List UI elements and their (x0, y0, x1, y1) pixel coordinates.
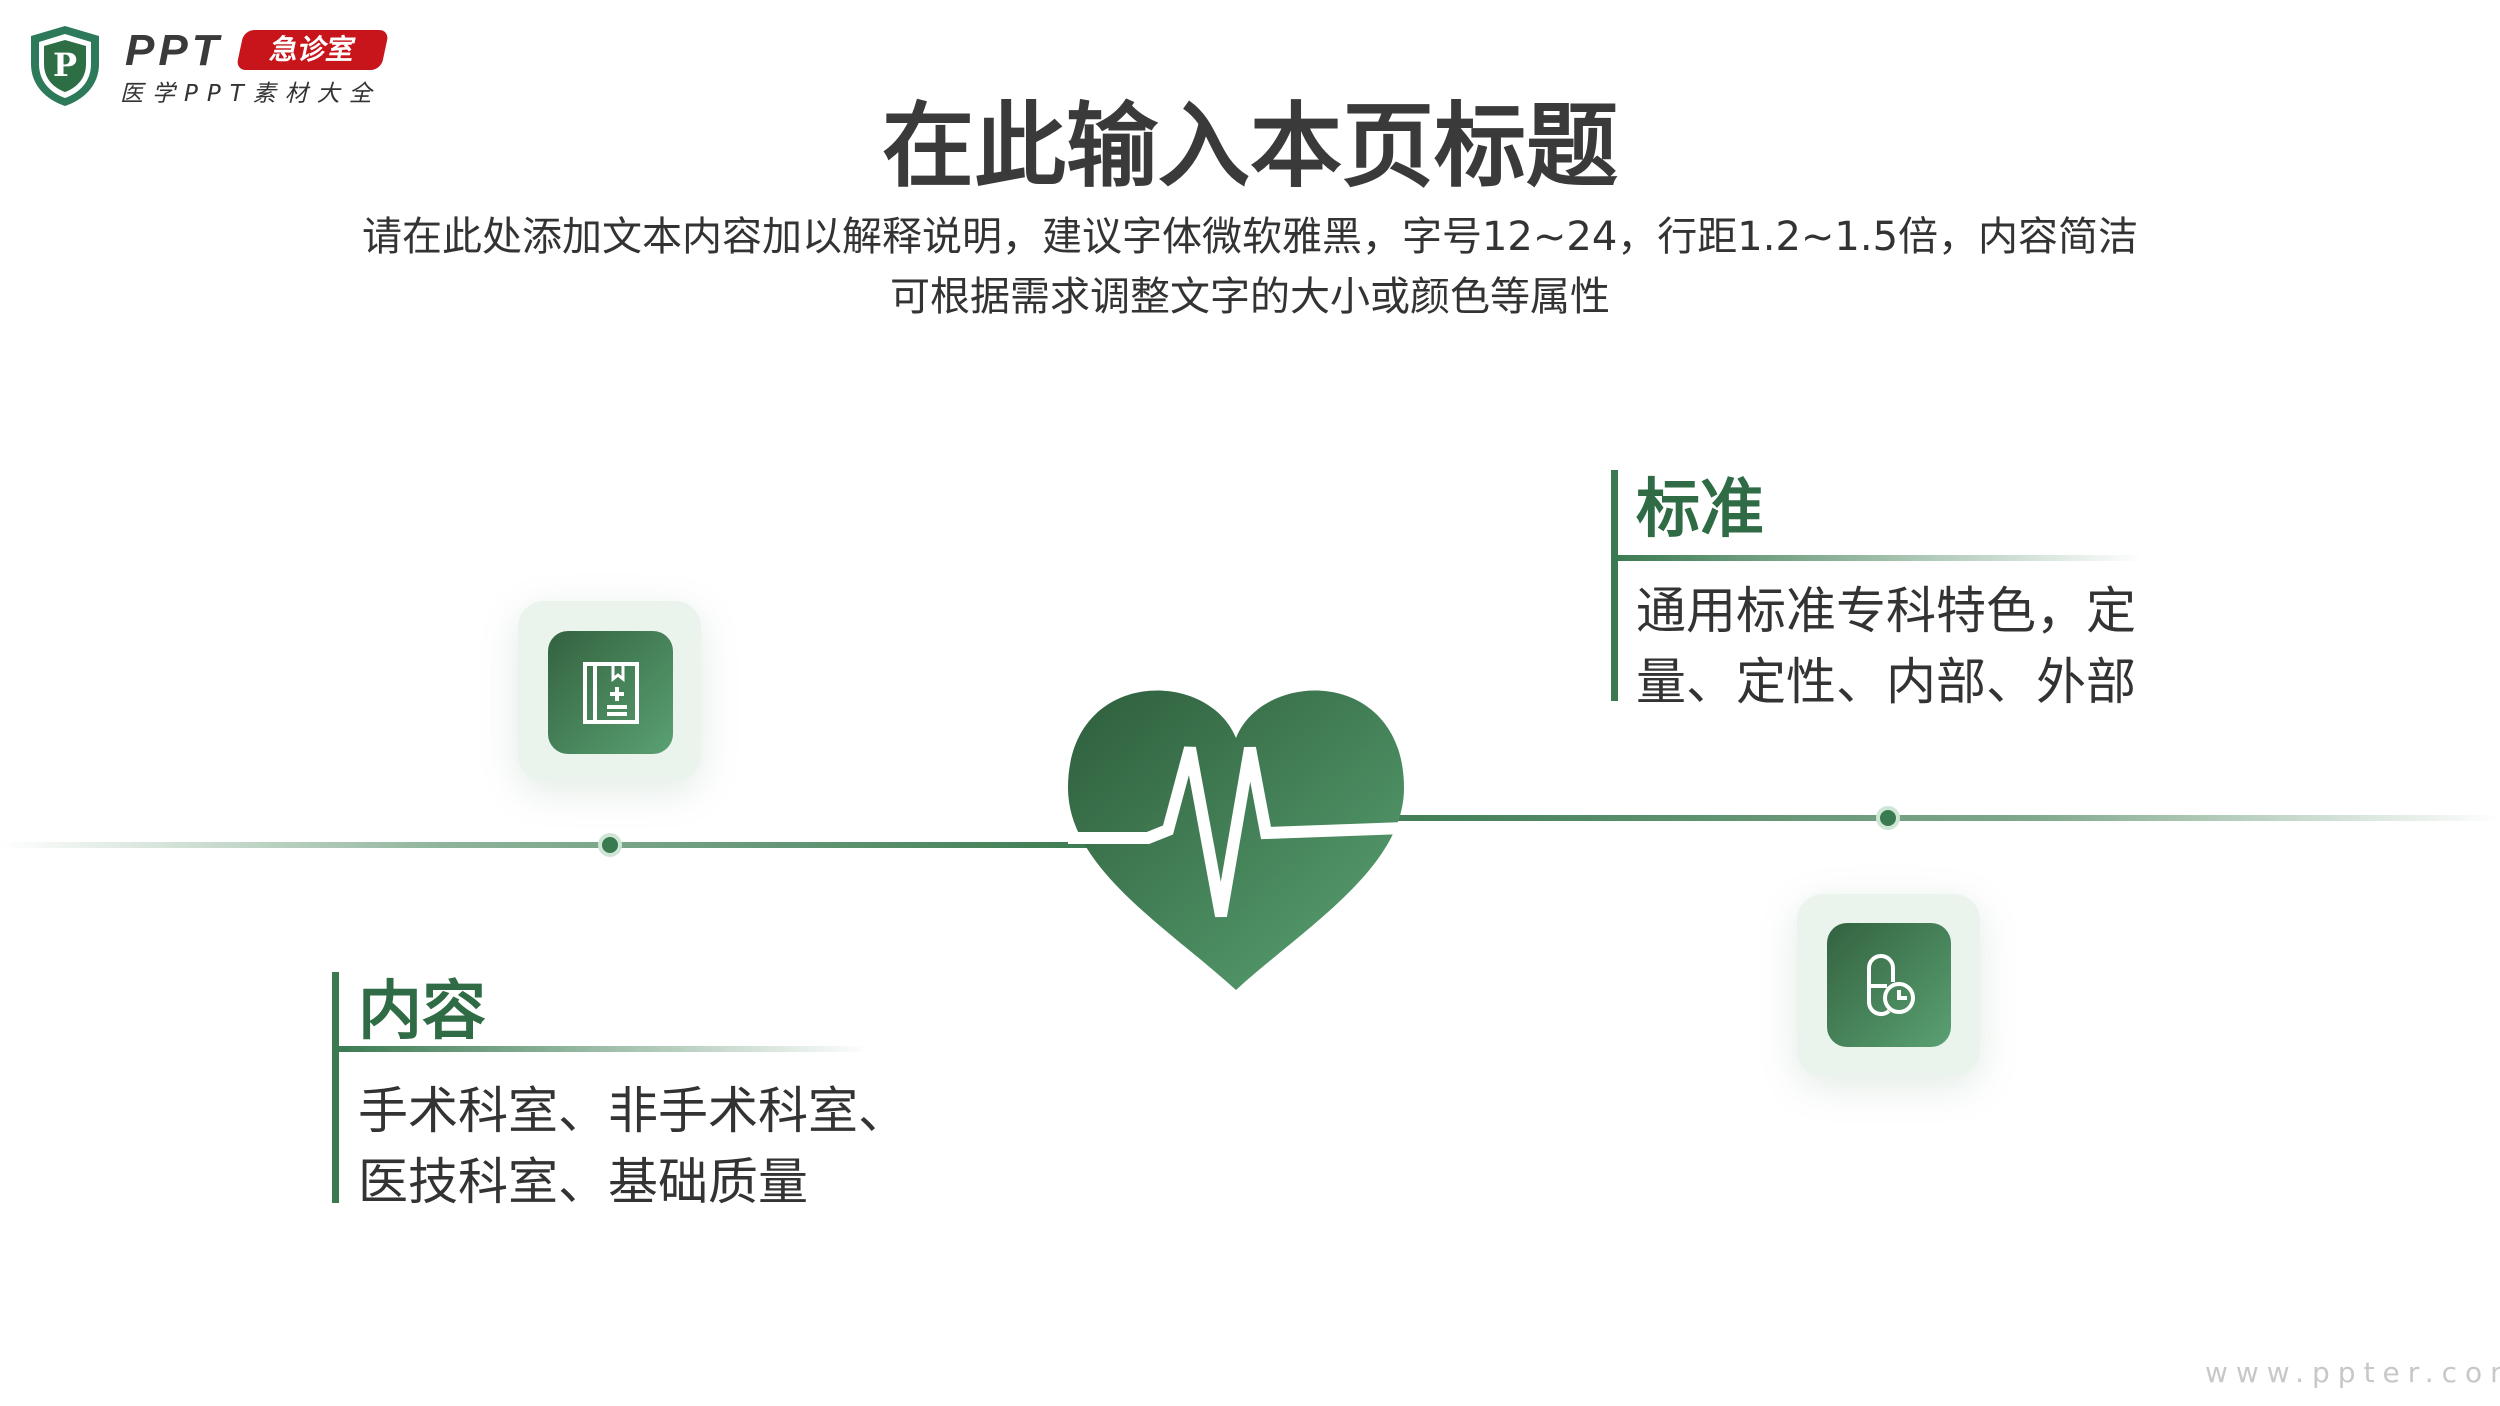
pill-clock-icon (1866, 954, 1915, 1017)
text-content: 手术科室、非手术科室、医技科室、基础质量 (358, 1076, 908, 1218)
text-standard: 通用标准专科特色，定量、定性、内部、外部 (1636, 576, 2136, 718)
svg-text:P: P (53, 46, 77, 84)
icon-tile-right (1827, 923, 1951, 1047)
logo-shield-icon: P (31, 26, 99, 106)
text-line: 医技科室、基础质量 (358, 1153, 808, 1211)
subtitle-line-1: 请在此处添加文本内容加以解释说明，建议字体微软雅黑，字号12~24，行距1.2~… (361, 214, 2139, 260)
subtitle-line-2: 可根据需求调整文字的大小或颜色等属性 (890, 274, 1610, 320)
accent-bar-content (332, 972, 339, 1203)
icon-tile-left (548, 631, 673, 754)
underline-content (335, 1046, 870, 1052)
timeline-left (0, 842, 1110, 848)
timeline-dot-right (1876, 806, 1900, 830)
heading-content: 内容 (358, 975, 486, 1049)
text-line: 量、定性、内部、外部 (1636, 653, 2136, 711)
logo-badge: 急诊室 (235, 30, 390, 70)
watermark: www.ppter.com (2205, 1356, 2500, 1389)
logo-brand: PPT (125, 26, 223, 75)
underline-standard (1613, 555, 2143, 561)
logo-subtitle: 医学PPT素材大全 (120, 81, 381, 107)
text-line: 通用标准专科特色，定 (1636, 582, 2136, 640)
timeline-dot-left (598, 833, 622, 857)
page-title: 在此输入本页标题 (881, 93, 1618, 200)
text-line: 手术科室、非手术科室、 (358, 1082, 908, 1140)
medical-book-icon (582, 661, 639, 724)
accent-bar-standard (1611, 470, 1618, 701)
heading-standard: 标准 (1636, 473, 1764, 547)
heart-pulse-icon (1068, 690, 1404, 990)
timeline-right (1330, 815, 2500, 821)
